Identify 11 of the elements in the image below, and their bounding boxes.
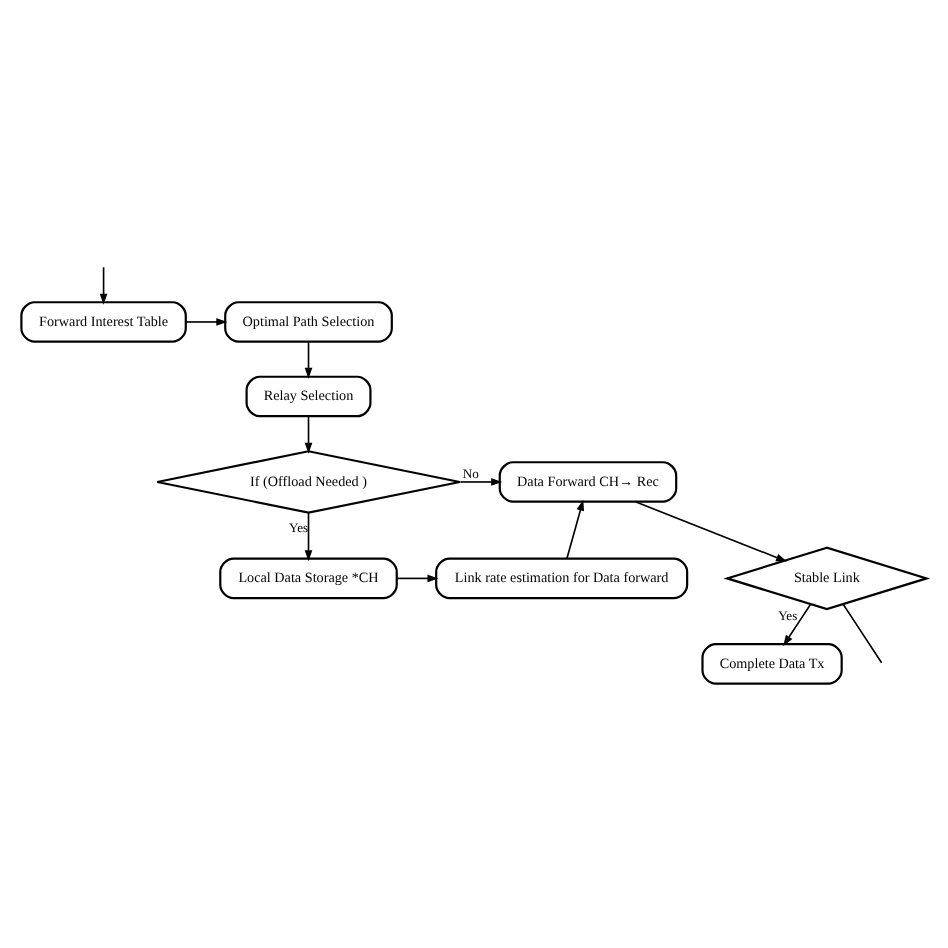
arrow xyxy=(185,317,228,325)
arrow xyxy=(634,499,787,561)
arrow xyxy=(396,573,439,582)
arrow xyxy=(304,414,313,453)
arrow xyxy=(783,602,812,645)
arrow xyxy=(566,498,585,559)
arrow xyxy=(99,265,108,304)
arrow xyxy=(304,511,313,561)
arrow xyxy=(304,340,313,378)
connector xyxy=(842,602,883,663)
arrow xyxy=(459,477,503,485)
